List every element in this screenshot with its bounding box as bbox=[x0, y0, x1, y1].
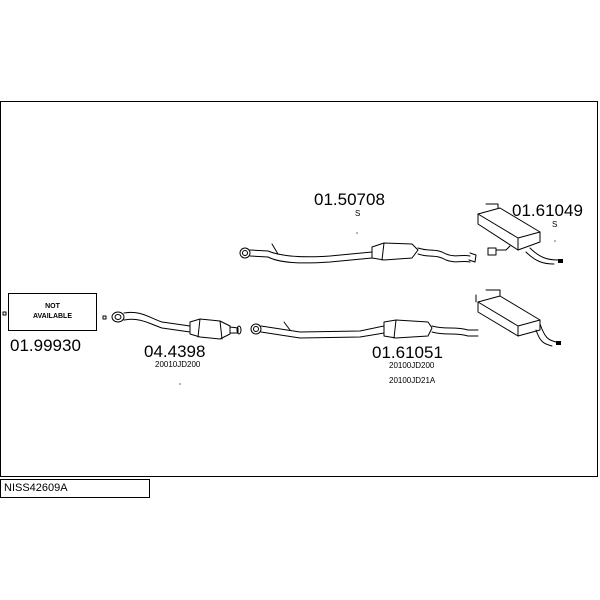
middle-rear-silencer-part bbox=[250, 289, 557, 347]
reference-code-box: NISS42609A bbox=[0, 479, 150, 498]
not-available-line2: AVAILABLE bbox=[32, 313, 73, 320]
diagram-frame bbox=[0, 101, 598, 477]
part-code-label: 20100JD200 bbox=[389, 361, 435, 370]
front-flange-part bbox=[111, 311, 125, 323]
dot-mark bbox=[356, 232, 358, 234]
connector-mark-right bbox=[102, 315, 107, 320]
part-code-label: 20100JD21A bbox=[389, 376, 436, 385]
upper-middle-silencer-part bbox=[239, 242, 477, 264]
part-code-label: 20010JD200 bbox=[155, 360, 201, 369]
rear-silencer-part bbox=[477, 203, 559, 265]
not-available-line1: NOT bbox=[45, 302, 60, 310]
dot-mark bbox=[179, 383, 181, 385]
tailpipe-tip-lower bbox=[556, 341, 561, 345]
part-number-label: 01.99930 bbox=[10, 336, 81, 355]
tailpipe-tip-upper bbox=[558, 259, 563, 263]
connector-mark-left bbox=[2, 311, 7, 316]
part-suffix-label: S bbox=[552, 220, 558, 229]
part-number-label: 01.61051 bbox=[372, 343, 443, 362]
dot-mark bbox=[554, 240, 556, 242]
part-number-label: 01.61049 bbox=[512, 201, 583, 220]
not-available-box: NOT AVAILABLE bbox=[8, 293, 97, 331]
catalytic-converter-part bbox=[123, 311, 242, 340]
part-suffix-label: S bbox=[355, 209, 361, 218]
part-number-label: 04.4398 bbox=[144, 342, 206, 361]
part-number-label: 01.50708 bbox=[314, 190, 385, 209]
